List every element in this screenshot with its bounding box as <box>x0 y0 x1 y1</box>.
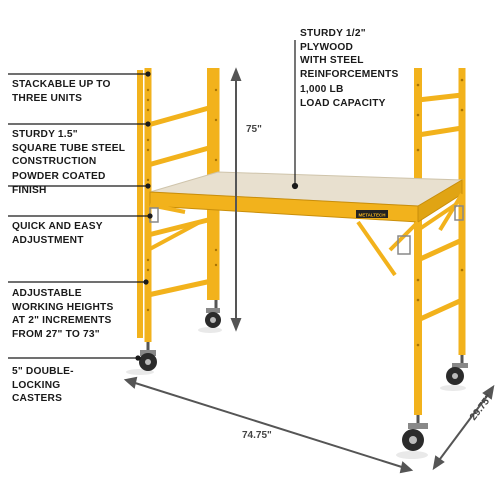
callout-lines <box>8 40 299 361</box>
callout-finish: POWDER COATED FINISH <box>12 171 106 196</box>
adjustment-pins <box>149 205 464 255</box>
callout-construction: STURDY 1.5" SQUARE TUBE STEEL CONSTRUCTI… <box>12 129 126 167</box>
callout-adjustment: QUICK AND EASY ADJUSTMENT <box>12 221 103 246</box>
dimension-height-label: 75" <box>246 124 262 135</box>
brand-plate <box>356 210 388 218</box>
floor-shadow <box>126 327 466 459</box>
casters <box>139 308 468 451</box>
callout-heights: ADJUSTABLE WORKING HEIGHTS AT 2" INCREME… <box>12 288 114 340</box>
caster-front-right <box>402 423 428 451</box>
callout-plywood: STURDY 1/2" PLYWOOD WITH STEEL REINFORCE… <box>300 28 399 80</box>
support-braces <box>149 192 464 277</box>
callout-stackable: STACKABLE UP TO THREE UNITS <box>12 79 111 104</box>
caster-back-right <box>446 363 468 385</box>
callout-casters: 5" DOUBLE- LOCKING CASTERS <box>12 366 74 404</box>
plywood-platform: METALTECH <box>149 171 464 223</box>
dimension-width-label: 74.75" <box>242 430 272 441</box>
brand-label: METALTECH <box>358 213 385 218</box>
dimension-lines <box>123 67 495 474</box>
right-end-frame <box>414 68 466 425</box>
caster-back-left <box>205 308 221 328</box>
caster-front-left <box>139 350 157 371</box>
callout-capacity: 1,000 LB LOAD CAPACITY <box>300 84 386 109</box>
